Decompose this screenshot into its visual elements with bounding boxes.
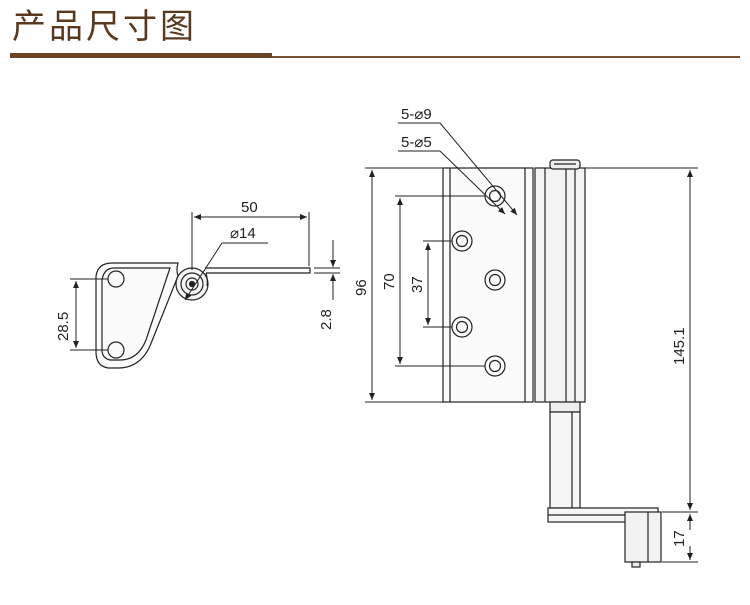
dim-thickness-2-8: 2.8 (318, 309, 335, 330)
dim-height-28-5: 28.5 (55, 312, 72, 341)
top-view-dimension-lines (70, 212, 340, 351)
front-view (442, 159, 662, 568)
dim-diameter-14: ⌀14 (230, 225, 256, 242)
dim-height-145-1: 145.1 (671, 327, 688, 365)
title-underline-accent (10, 53, 272, 58)
dim-holes-9: 5-⌀9 (401, 106, 432, 123)
dim-height-96: 96 (353, 279, 370, 296)
page-title: 产品尺寸图 (12, 7, 197, 47)
dim-height-37: 37 (409, 276, 426, 293)
dim-height-17: 17 (671, 530, 688, 547)
dim-height-70: 70 (381, 273, 398, 290)
header: 产品尺寸图 (0, 0, 750, 62)
top-view (95, 262, 311, 369)
title-underline (10, 56, 740, 58)
dim-width-50: 50 (241, 199, 258, 216)
front-view-dimension-lines (365, 122, 698, 563)
dim-holes-5: 5-⌀5 (401, 134, 432, 151)
